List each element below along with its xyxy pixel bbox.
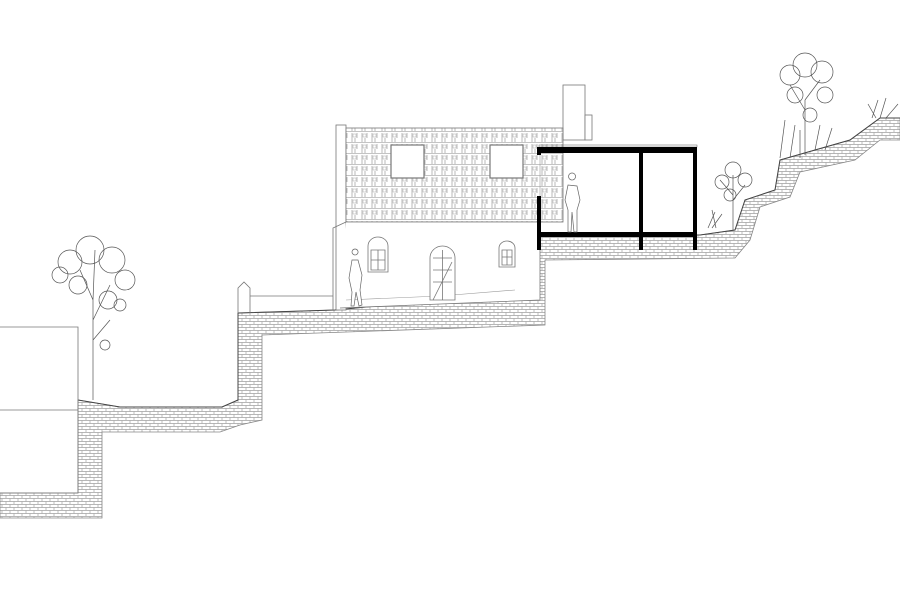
arched-window [367,236,389,273]
arched-door [429,245,456,301]
arched-window [498,240,516,268]
dormer-window [390,144,425,179]
neighbour-building [0,326,79,494]
house-elevation [332,84,593,311]
dormer-window [489,144,524,179]
person-silhouette [564,172,581,233]
extension-section [537,144,698,250]
shrub [707,161,753,230]
chimney [562,84,586,141]
tree-right [779,52,899,159]
tree-left [51,235,136,400]
shingle-roof [345,127,564,223]
garden-wall [237,281,333,313]
person-silhouette [348,248,363,307]
agave-plant [867,97,899,119]
